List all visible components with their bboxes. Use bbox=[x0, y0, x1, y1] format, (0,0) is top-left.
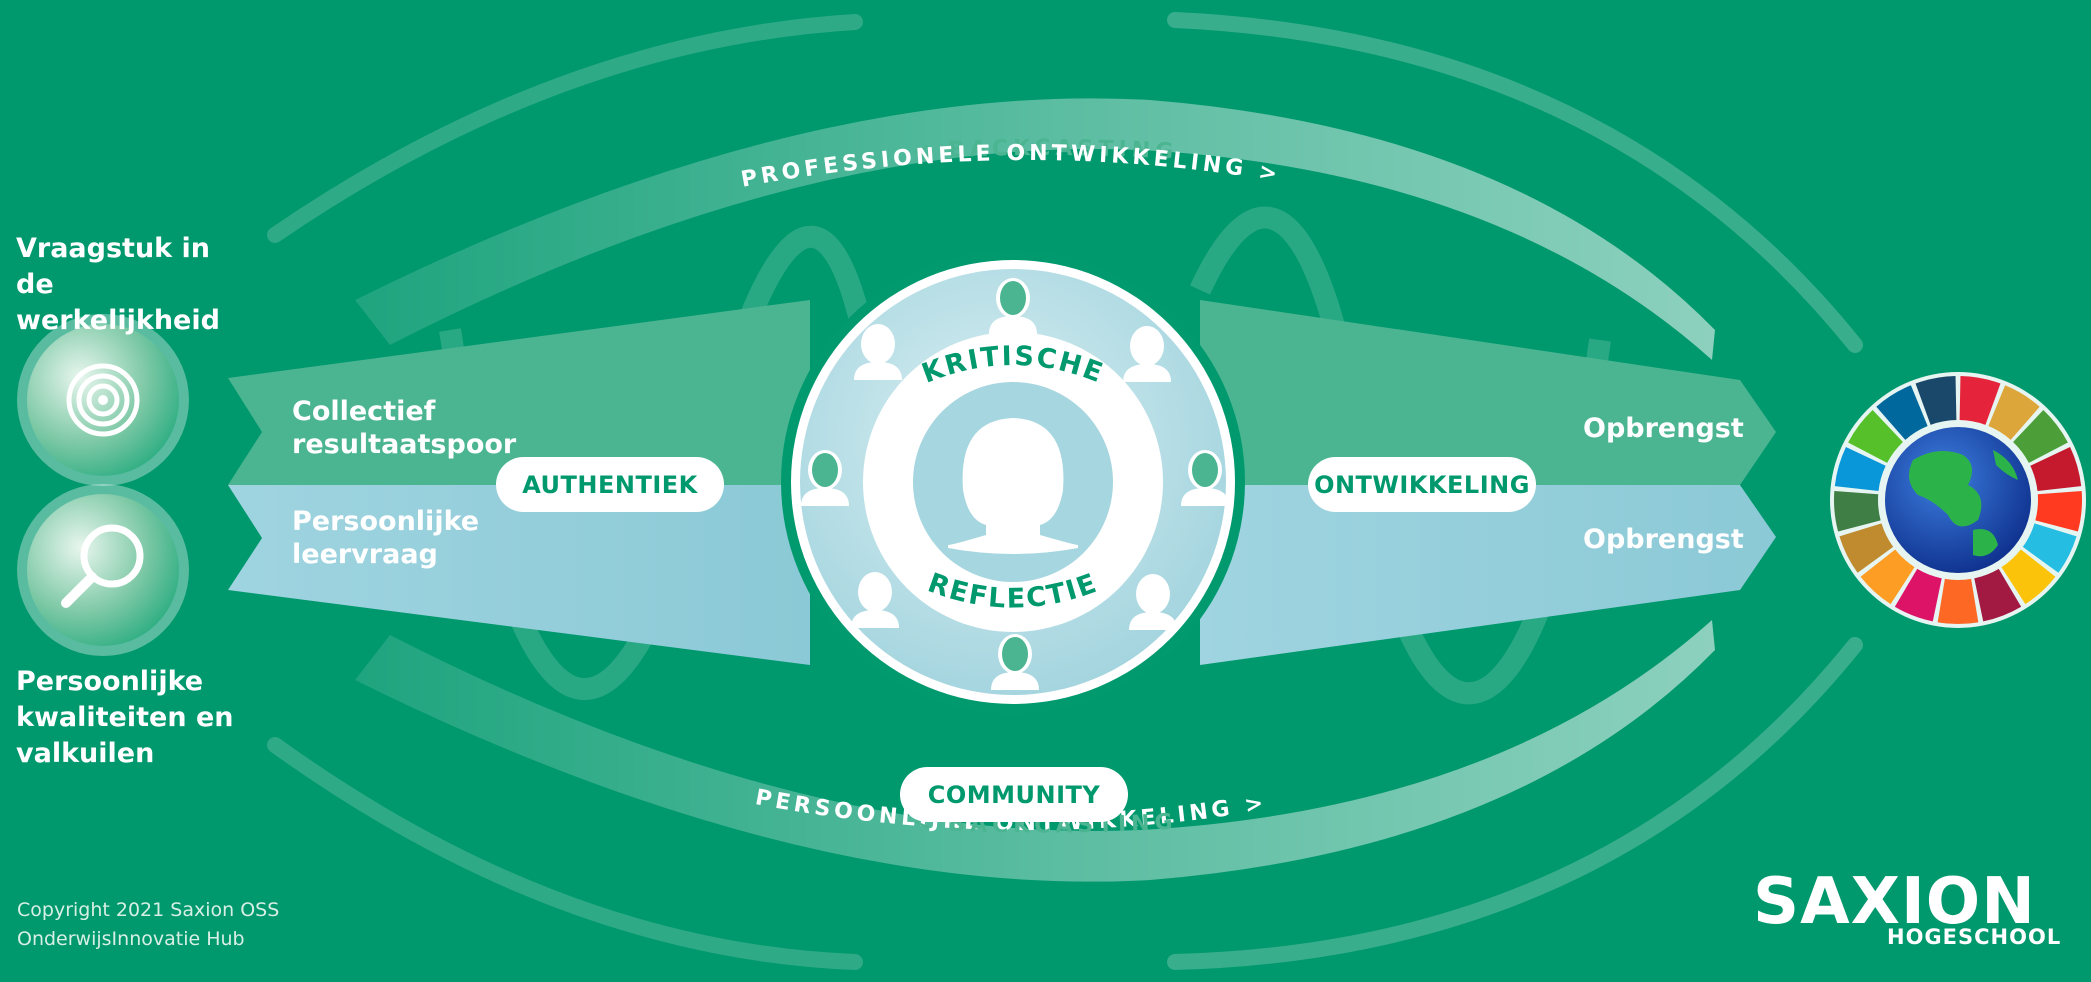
collectief-resultaatspoor-label: Collectief resultaatspoor bbox=[292, 396, 517, 460]
sdg-segment bbox=[1959, 376, 2001, 425]
sdg-segment bbox=[2035, 491, 2082, 532]
copyright-line-1: Copyright 2021 Saxion OSS bbox=[17, 899, 280, 921]
sdg-segment bbox=[1848, 410, 1903, 463]
center-person-icon bbox=[948, 418, 1078, 554]
sdg-segment bbox=[2030, 446, 2082, 492]
copyright-line-2: OnderwijsInnovatie Hub bbox=[17, 928, 245, 950]
ontwikkeling-pill: ONTWIKKELING bbox=[1308, 457, 1536, 512]
sdg-segment bbox=[1988, 385, 2040, 440]
persoonlijke-kwaliteiten-label: Persoonlijke kwaliteiten en valkuilen bbox=[16, 666, 234, 769]
community-pill: COMMUNITY bbox=[900, 767, 1128, 822]
sdg-segment bbox=[2001, 549, 2056, 605]
vraagstuk-label: Vraagstuk in de werkelijkheid bbox=[16, 233, 220, 336]
community-people-icons bbox=[801, 278, 1229, 690]
sdg-globe-icon bbox=[1830, 372, 2086, 628]
backcasting-top-label: < BACKCASTING bbox=[911, 136, 1179, 165]
sdg-segment bbox=[1876, 385, 1928, 440]
copyright-text: Copyright 2021 Saxion OSS OnderwijsInnov… bbox=[17, 896, 317, 954]
target-icon bbox=[17, 314, 189, 486]
sdg-segment bbox=[1915, 376, 1957, 425]
opbrengst-bottom-label: Opbrengst bbox=[1583, 524, 1744, 555]
saxion-logo-sub: HOGESCHOOL bbox=[1887, 925, 2062, 949]
sdg-segment bbox=[1937, 578, 1979, 624]
sdg-segment bbox=[2013, 410, 2068, 463]
authentiek-pill: AUTHENTIEK bbox=[496, 457, 724, 512]
sdg-segment bbox=[1974, 568, 2022, 622]
saxion-logo-name: SAXION bbox=[1753, 865, 2036, 939]
sdg-segment bbox=[1834, 446, 1886, 492]
sdg-segment bbox=[2022, 523, 2077, 573]
sdg-segment bbox=[1894, 568, 1942, 622]
sdg-segment bbox=[1834, 491, 1881, 532]
opbrengst-top-label: Opbrengst bbox=[1583, 413, 1744, 444]
persoonlijke-leervraag-label: Persoonlijke leervraag bbox=[292, 506, 480, 570]
magnifier-icon bbox=[17, 484, 189, 656]
sdg-segment bbox=[1860, 549, 1915, 605]
sdg-segment bbox=[1839, 523, 1894, 573]
